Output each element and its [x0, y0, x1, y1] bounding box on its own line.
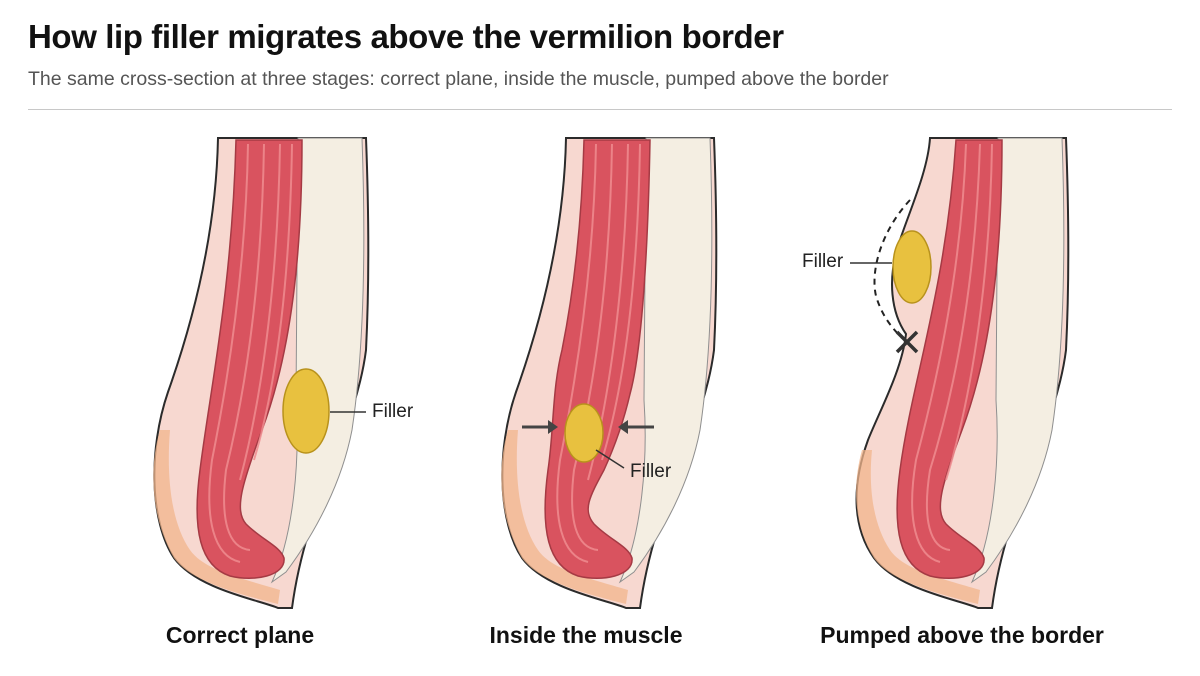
cross-section-diagram — [850, 137, 1070, 609]
mucosa-layer — [970, 137, 1065, 584]
mucosa-layer — [270, 137, 365, 584]
orbicularis-muscle — [896, 139, 1003, 579]
panel-label-correct-plane: Correct plane — [165, 622, 315, 648]
page-subtitle: The same cross-section at three stages: … — [28, 68, 889, 90]
mucosa-layer — [618, 137, 713, 584]
vermilion-zone — [501, 430, 628, 604]
panel-label-pumped-above-border: Pumped above the border — [820, 622, 1104, 648]
panel-pumped-above-border: Filler — [802, 130, 1130, 610]
muscle-fibers — [208, 143, 293, 563]
filler-deposit — [892, 230, 932, 304]
filler-label: Filler — [630, 461, 672, 482]
filler-leader-line — [595, 449, 625, 469]
panel-label-inside-muscle: Inside the muscle — [489, 622, 683, 648]
filler-deposit — [564, 403, 604, 463]
compression-arrow-icon — [522, 420, 558, 434]
blocked-x-icon — [895, 330, 919, 354]
header-divider — [28, 109, 1172, 110]
vermilion-zone — [153, 430, 280, 604]
compression-arrow-icon — [618, 420, 654, 434]
cross-section-diagram — [153, 137, 370, 609]
panel-correct-plane: Filler — [130, 130, 430, 610]
filler-deposit — [282, 368, 330, 454]
page-title: How lip filler migrates above the vermil… — [28, 18, 784, 55]
original-contour-dashed — [873, 199, 911, 339]
vermilion-zone — [856, 450, 980, 604]
muscle-fibers — [911, 143, 993, 563]
filler-label: Filler — [802, 251, 844, 272]
cross-section-diagram — [501, 137, 718, 609]
filler-label: Filler — [372, 401, 414, 422]
panel-inside-muscle: Filler — [478, 130, 778, 610]
